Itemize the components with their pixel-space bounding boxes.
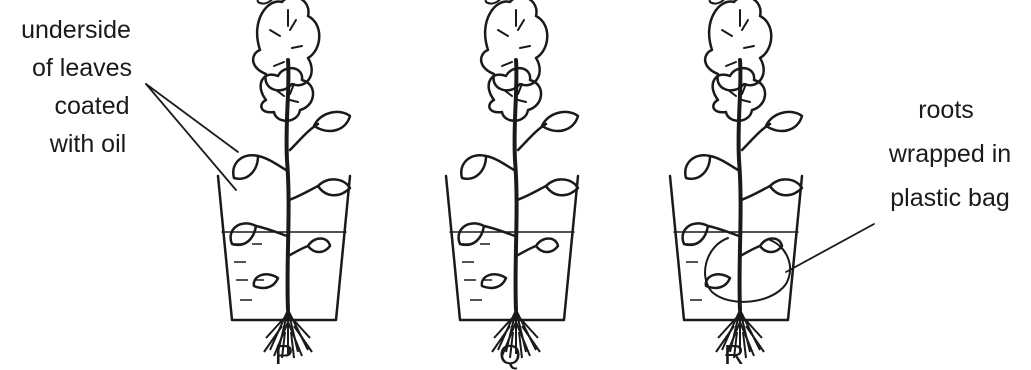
- oil-note-line-3: coated: [54, 92, 129, 120]
- setup-r: [670, 0, 802, 358]
- setup-q: [446, 0, 578, 358]
- plant-r: [683, 0, 802, 358]
- water-marks-q: [460, 244, 492, 300]
- oil-annotation: underside of leaves coated with oil: [21, 16, 132, 158]
- oil-note-line-2: of leaves: [32, 54, 132, 82]
- label-p: P: [275, 339, 294, 370]
- water-marks-p: [232, 244, 264, 300]
- bag-annotation: roots wrapped in plastic bag: [888, 96, 1011, 212]
- setup-p: [218, 0, 350, 358]
- label-r: R: [724, 339, 744, 370]
- bag-note-line-1: roots: [918, 96, 974, 124]
- plant-q: [459, 0, 578, 358]
- plant-p: [231, 0, 350, 358]
- oil-note-line-1: underside: [21, 16, 131, 44]
- pointer-line-lower-leaf: [146, 84, 236, 190]
- water-marks-r: [684, 244, 702, 300]
- oil-note-line-4: with oil: [49, 130, 126, 158]
- pointer-line-bag: [786, 224, 874, 272]
- pointer-line-upper-leaf: [146, 84, 238, 152]
- beaker-q: [446, 176, 578, 320]
- setup-labels: P Q R: [275, 339, 744, 370]
- beaker-p: [218, 176, 350, 320]
- bag-note-line-3: plastic bag: [890, 184, 1010, 212]
- label-q: Q: [499, 339, 521, 370]
- bag-note-line-2: wrapped in: [888, 140, 1011, 168]
- plastic-bag: [705, 238, 790, 302]
